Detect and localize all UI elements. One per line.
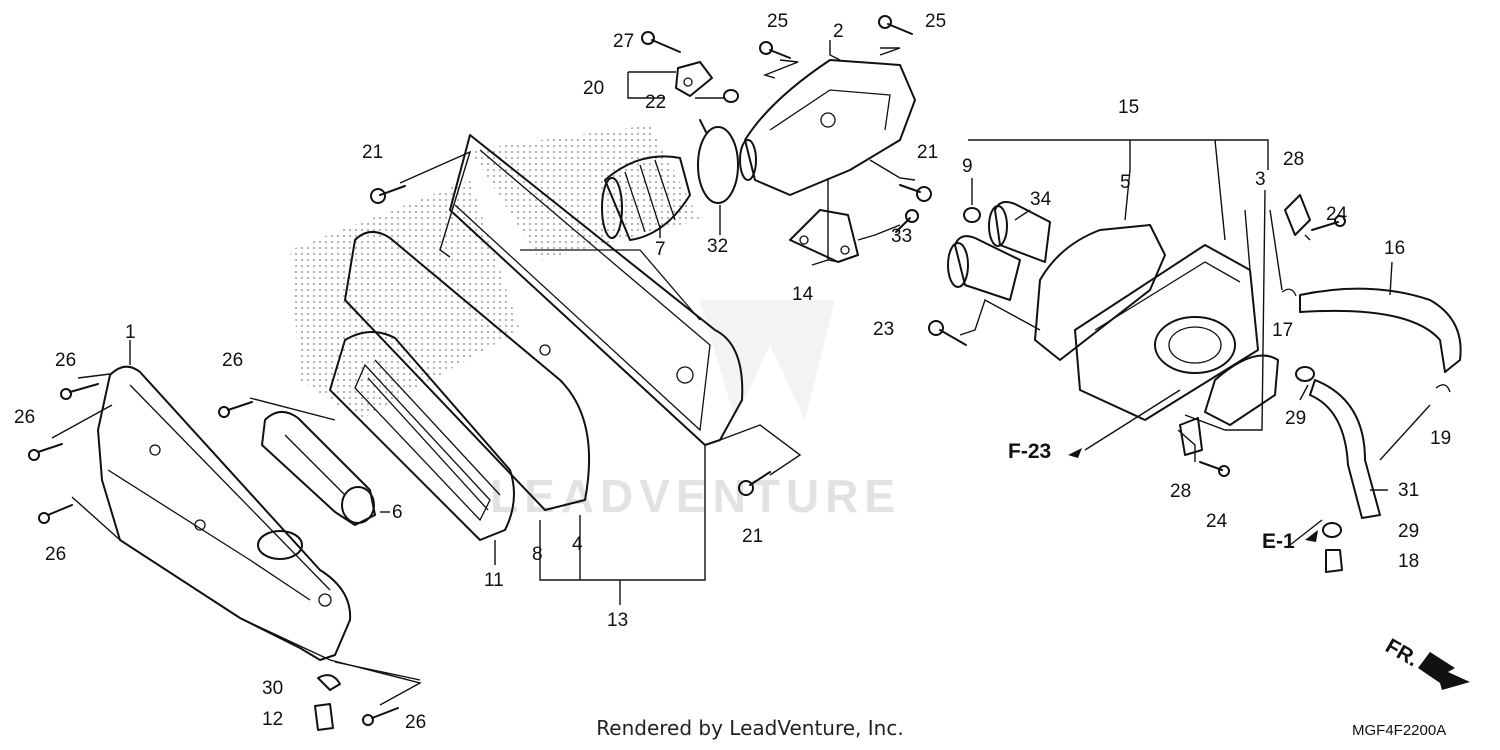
part-28-clamp-lower — [1179, 417, 1203, 456]
diagram-code: MGF4F2200A — [1352, 722, 1447, 739]
callout-7: 7 — [655, 239, 666, 260]
callout-15: 15 — [1118, 97, 1139, 118]
callout-34: 34 — [1030, 189, 1052, 210]
callout-13: 13 — [607, 610, 628, 631]
part-22-o-ring — [723, 89, 739, 103]
part-11-filter-element — [329, 331, 515, 541]
callout-33: 33 — [891, 226, 912, 247]
callout-28: 28 — [1283, 149, 1304, 170]
callout-19: 19 — [1430, 428, 1451, 449]
watermark-text: LEADVENTURE — [490, 470, 901, 522]
callout-5: 5 — [1120, 172, 1131, 193]
front-marker: FR. — [1382, 634, 1423, 671]
callout-18: 18 — [1398, 551, 1419, 572]
ref-e-1: E-1 — [1262, 530, 1295, 553]
callout-26: 26 — [55, 350, 76, 371]
callout-25: 25 — [925, 11, 946, 32]
callout-8: 8 — [532, 544, 543, 565]
part-19-clip — [1435, 384, 1451, 393]
part-31-hose — [1309, 379, 1381, 519]
callout-labels: 1 26 26 26 26 26 21 21 21 6 11 8 4 13 7 … — [14, 11, 1451, 733]
callout-21: 21 — [362, 142, 383, 163]
part-28-clamp-upper — [1284, 194, 1311, 236]
callout-21: 21 — [917, 142, 938, 163]
callout-26: 26 — [14, 407, 35, 428]
part-14-bracket — [789, 209, 859, 263]
ref-f23-arrow — [1068, 448, 1082, 458]
callout-28: 28 — [1170, 481, 1191, 502]
callout-16: 16 — [1384, 238, 1405, 259]
callout-22: 22 — [645, 92, 666, 113]
callout-24: 24 — [1206, 511, 1228, 532]
callout-30: 30 — [262, 678, 283, 699]
part-7-connecting-boot — [601, 155, 691, 241]
callout-23: 23 — [873, 319, 894, 340]
callout-32: 32 — [707, 236, 728, 257]
hatch-area-left — [290, 180, 520, 420]
bolts — [28, 15, 1346, 726]
part-2-upper-cover — [739, 59, 916, 196]
part-8-gasket — [344, 231, 591, 511]
part-4-air-cleaner-housing — [449, 134, 744, 446]
part-6-intake-duct — [261, 411, 376, 526]
callout-24: 24 — [1326, 204, 1348, 225]
callout-21: 21 — [742, 526, 763, 547]
watermark-logo — [700, 300, 835, 420]
part-3-reed-valve-case — [1074, 244, 1279, 426]
ref-f-23: F-23 — [1008, 440, 1051, 463]
callout-9: 9 — [962, 156, 973, 177]
callout-26: 26 — [222, 350, 243, 371]
part-29-clip-lower — [1322, 522, 1342, 538]
part-29-clip-upper — [1295, 366, 1315, 382]
part-20-sensor — [675, 61, 713, 97]
callout-29: 29 — [1398, 521, 1419, 542]
part-32-band-clamp — [697, 119, 739, 204]
callout-6: 6 — [392, 502, 403, 523]
part-5-gasket — [1034, 224, 1166, 361]
part-17-clip — [1281, 288, 1297, 297]
part-34-tube — [947, 201, 1051, 301]
callout-2: 2 — [833, 21, 844, 42]
callout-26: 26 — [405, 712, 426, 733]
callout-31: 31 — [1398, 480, 1419, 501]
part-16-hose — [1299, 287, 1462, 373]
callout-4: 4 — [572, 534, 583, 555]
footer-credit: Rendered by LeadVenture, Inc. — [596, 716, 904, 740]
part-1-lower-cover — [97, 365, 352, 661]
callout-11: 11 — [484, 570, 504, 591]
callout-20: 20 — [583, 78, 604, 99]
front-arrow-icon: FR. — [1382, 634, 1470, 690]
callout-12: 12 — [262, 709, 283, 730]
callout-14: 14 — [792, 284, 814, 305]
leader-lines — [51, 40, 1431, 706]
part-30-clip — [317, 674, 341, 691]
callout-17: 17 — [1272, 320, 1293, 341]
callout-25: 25 — [767, 11, 788, 32]
ref-e1-arrow — [1305, 530, 1318, 542]
callout-27: 27 — [613, 31, 634, 52]
part-18-cap — [1325, 549, 1343, 573]
callout-1: 1 — [125, 322, 136, 343]
callout-29: 29 — [1285, 408, 1306, 429]
part-9-o-ring — [963, 207, 981, 223]
callout-26: 26 — [45, 544, 66, 565]
part-12-plug — [314, 703, 334, 731]
callout-3: 3 — [1255, 169, 1266, 190]
